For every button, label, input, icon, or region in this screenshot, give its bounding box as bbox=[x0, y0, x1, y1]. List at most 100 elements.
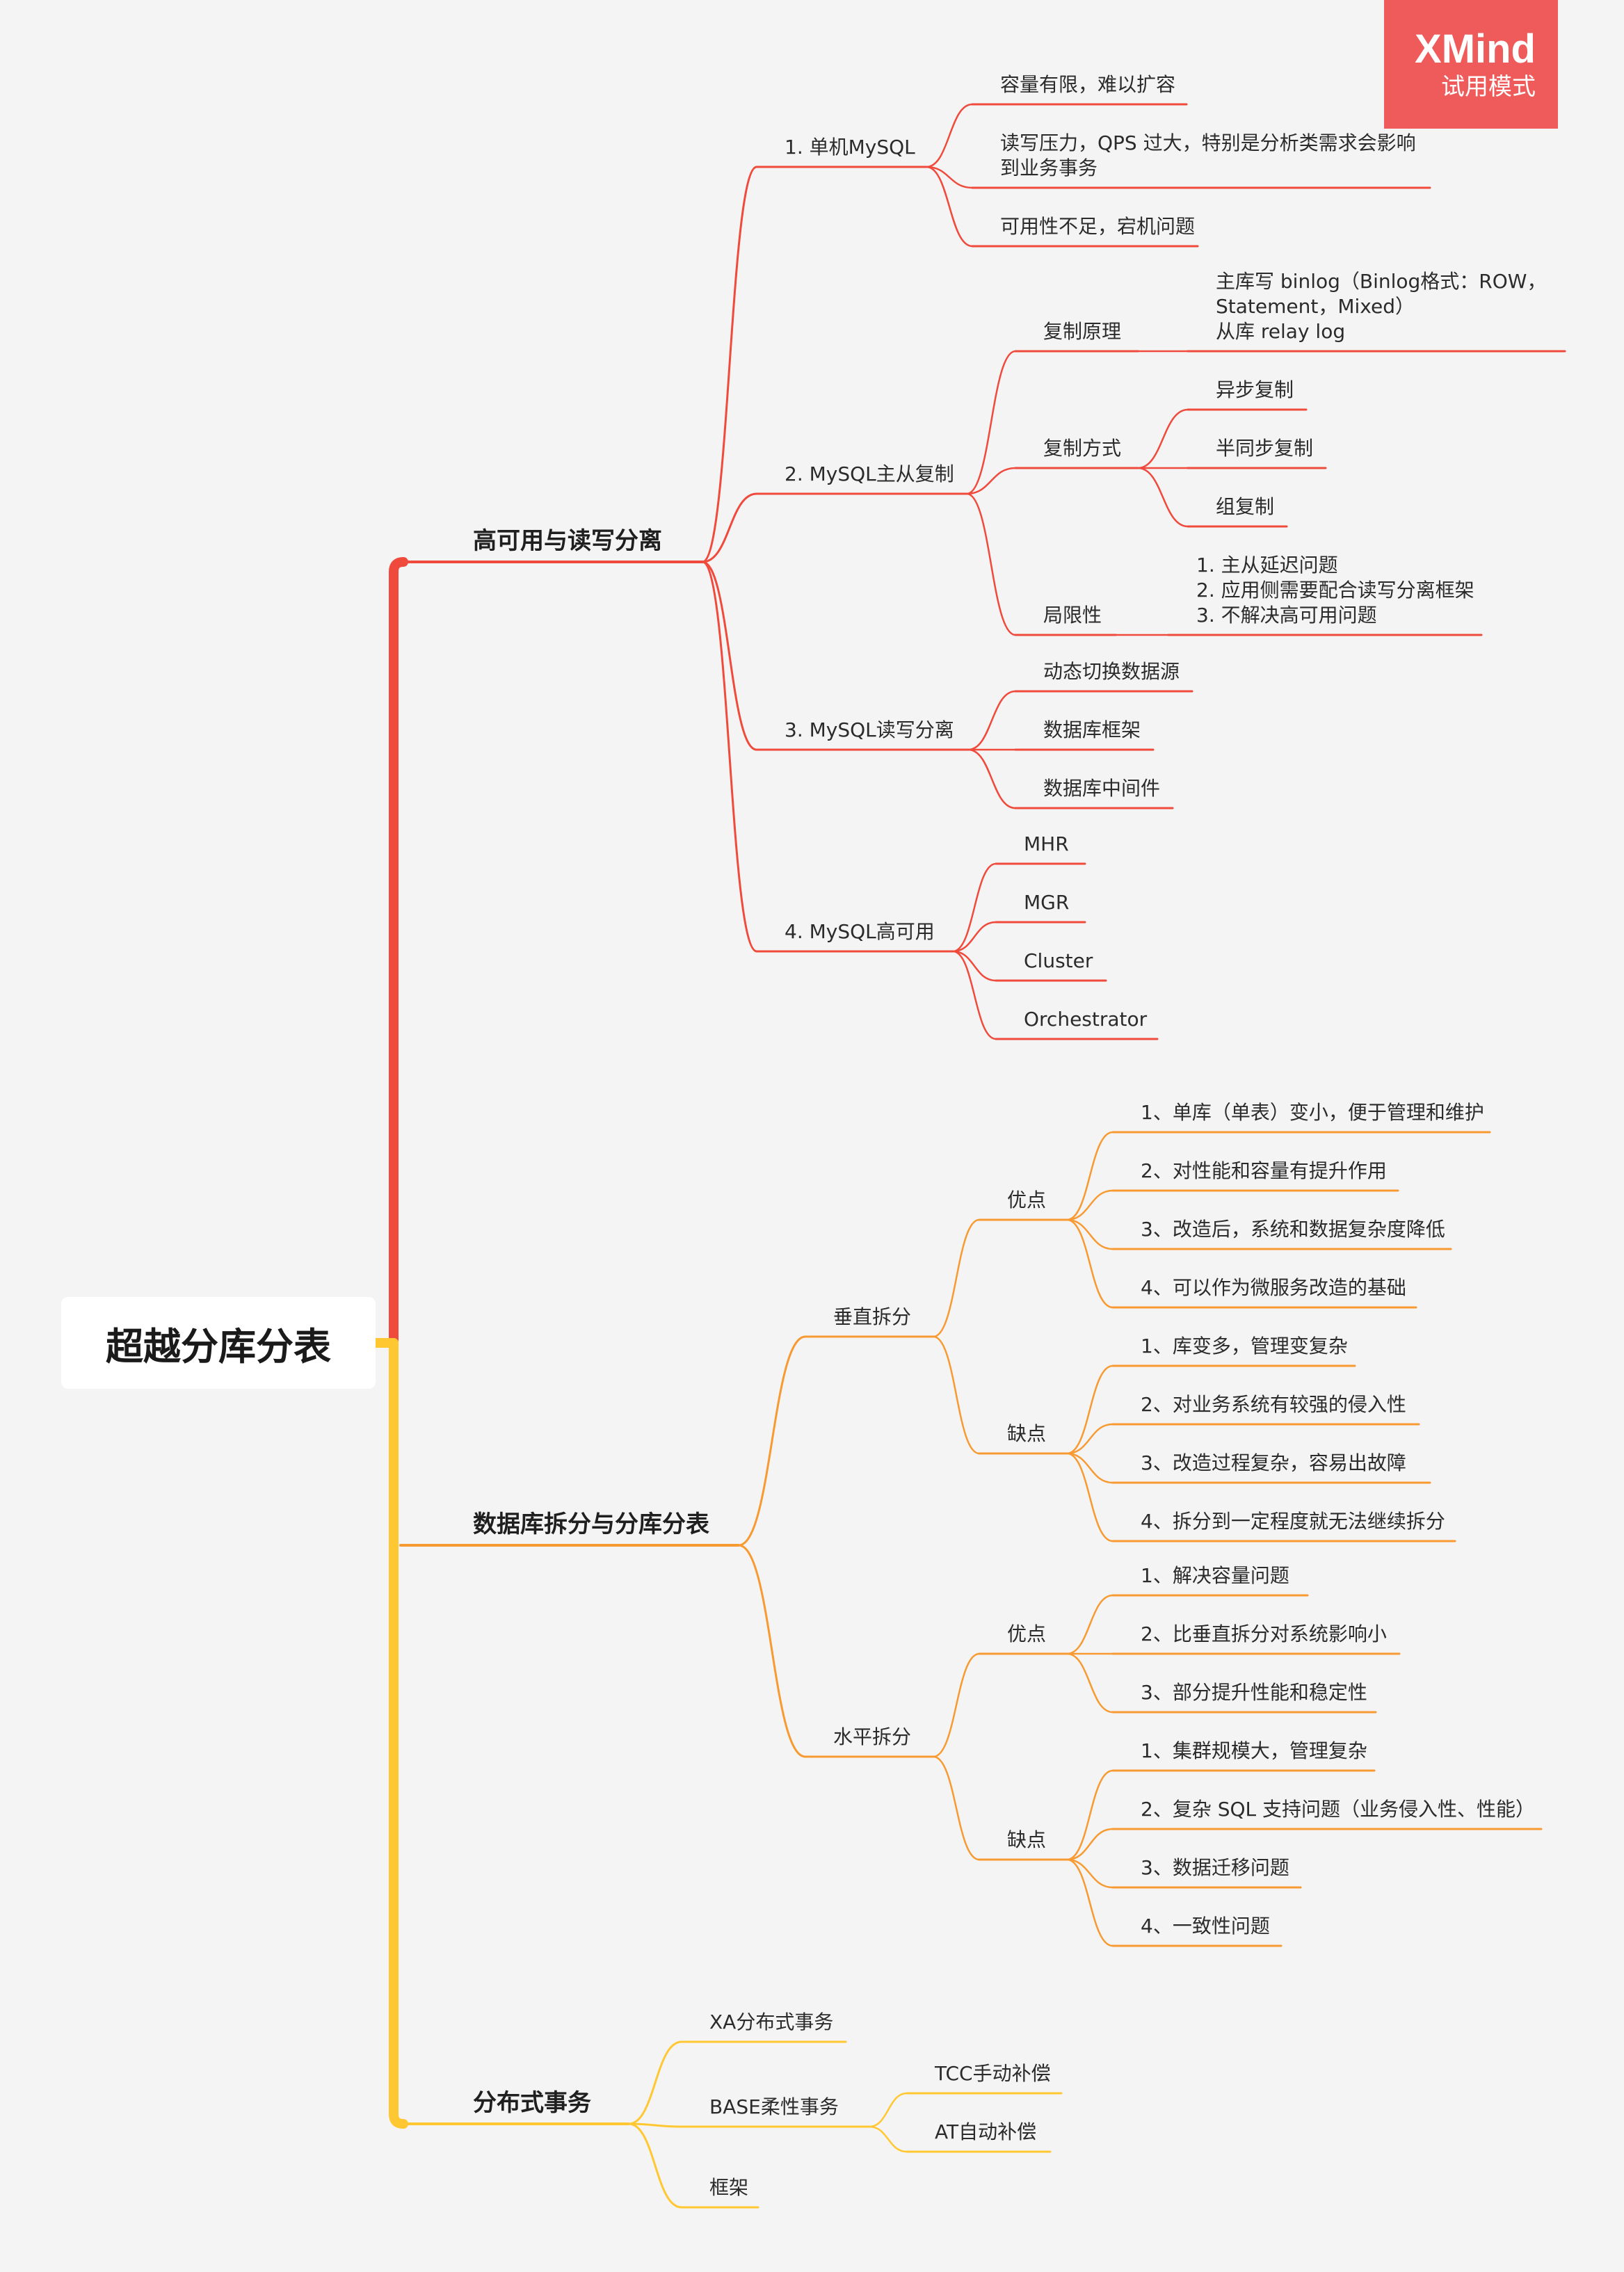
detail-topic[interactable]: 容量有限，难以扩容 bbox=[1000, 72, 1175, 97]
subtopic[interactable]: 水平拆分 bbox=[833, 1725, 911, 1750]
detail-topic[interactable]: Orchestrator bbox=[1024, 1007, 1147, 1032]
connector-line bbox=[925, 103, 974, 168]
detail-topic[interactable]: 3、改造后，系统和数据复杂度降低 bbox=[1141, 1217, 1445, 1242]
detail-topic[interactable]: AT自动补偿 bbox=[935, 2120, 1036, 2145]
detail-topic-text: 2、对业务系统有较强的侵入性 bbox=[1141, 1393, 1406, 1416]
subtopic[interactable]: 垂直拆分 bbox=[833, 1305, 911, 1330]
connector-line bbox=[737, 1335, 807, 1547]
subtopic-text: 3. MySQL读写分离 bbox=[785, 718, 954, 741]
detail-topic-text: 1、单库（单表）变小，便于管理和维护 bbox=[1141, 1101, 1484, 1124]
detail-topic-text: 2. 应用侧需要配合读写分离框架 bbox=[1196, 579, 1474, 602]
detail-topic[interactable]: 异步复制 bbox=[1216, 378, 1294, 403]
subtopic[interactable]: 框架 bbox=[709, 2175, 748, 2200]
subtopic[interactable]: XA分布式事务 bbox=[709, 2010, 833, 2035]
detail-topic[interactable]: 3、改造过程复杂，容易出故障 bbox=[1141, 1451, 1406, 1476]
connector-line bbox=[1066, 1652, 1114, 1714]
connector-line bbox=[1066, 1594, 1114, 1655]
detail-topic[interactable]: MGR bbox=[1024, 890, 1069, 915]
detail-topic[interactable]: 2、比垂直拆分对系统影响小 bbox=[1141, 1622, 1387, 1647]
connector-line bbox=[1066, 1423, 1114, 1455]
detail-topic[interactable]: 动态切换数据源 bbox=[1043, 659, 1180, 684]
detail-topic[interactable]: 数据库中间件 bbox=[1043, 776, 1160, 801]
connector-line bbox=[701, 561, 758, 953]
connector-line bbox=[1066, 1131, 1114, 1221]
detail-topic[interactable]: Cluster bbox=[1024, 949, 1093, 974]
subtopic[interactable]: 2. MySQL主从复制 bbox=[785, 462, 954, 487]
detail-topic-text: 2、复杂 SQL 支持问题（业务侵入性、性能） bbox=[1141, 1798, 1536, 1821]
connector-line bbox=[1066, 1858, 1114, 1947]
connector-line bbox=[951, 950, 997, 1040]
detail-topic-text: 优点 bbox=[1007, 1189, 1047, 1211]
detail-topic[interactable]: 4、可以作为微服务改造的基础 bbox=[1141, 1275, 1406, 1300]
detail-topic-text: 复制方式 bbox=[1043, 437, 1122, 460]
detail-topic[interactable]: 复制原理 bbox=[1043, 319, 1121, 344]
detail-topic[interactable]: 缺点 bbox=[1007, 1421, 1046, 1447]
connector-line bbox=[1066, 1452, 1114, 1484]
detail-topic-text: TCC手动补偿 bbox=[935, 2062, 1051, 2085]
detail-topic[interactable]: 优点 bbox=[1007, 1188, 1046, 1213]
detail-topic[interactable]: 组复制 bbox=[1216, 494, 1274, 519]
detail-topic[interactable]: 1、库变多，管理变复杂 bbox=[1141, 1334, 1348, 1359]
connector-line bbox=[1066, 1858, 1114, 1889]
detail-topic[interactable]: 1、集群规模大，管理复杂 bbox=[1141, 1739, 1367, 1764]
main-topic[interactable]: 分布式事务 bbox=[473, 2089, 591, 2117]
detail-topic[interactable]: 优点 bbox=[1007, 1622, 1046, 1647]
detail-topic[interactable]: 4、拆分到一定程度就无法继续拆分 bbox=[1141, 1509, 1445, 1534]
detail-topic-text: 数据库中间件 bbox=[1043, 777, 1161, 800]
main-topic[interactable]: 高可用与读写分离 bbox=[473, 527, 662, 555]
connector-line bbox=[1136, 408, 1189, 469]
detail-topic[interactable]: 2、对业务系统有较强的侵入性 bbox=[1141, 1392, 1406, 1417]
detail-topic[interactable]: 2、对性能和容量有提升作用 bbox=[1141, 1159, 1387, 1184]
subtopic[interactable]: 3. MySQL读写分离 bbox=[785, 718, 954, 743]
detail-topic-text: AT自动补偿 bbox=[935, 2120, 1037, 2143]
detail-topic-text: 复制原理 bbox=[1043, 320, 1122, 343]
connector-line bbox=[627, 2040, 683, 2125]
detail-topic[interactable]: 局限性 bbox=[1043, 603, 1102, 628]
detail-topic[interactable]: 复制方式 bbox=[1043, 436, 1121, 461]
connector-line bbox=[1066, 1218, 1114, 1250]
detail-topic[interactable]: 读写压力，QPS 过大，特别是分析类需求会影响到业务事务 bbox=[1000, 131, 1416, 181]
connector-line bbox=[868, 2092, 908, 2128]
detail-topic[interactable]: 半同步复制 bbox=[1216, 436, 1313, 461]
detail-topic-text: 2、对性能和容量有提升作用 bbox=[1141, 1159, 1387, 1182]
detail-topic-text: 半同步复制 bbox=[1216, 437, 1314, 460]
subtopic[interactable]: BASE柔性事务 bbox=[709, 2095, 839, 2120]
detail-topic[interactable]: 主库写 binlog（Binlog格式：ROW，Statement，Mixed）… bbox=[1216, 269, 1546, 344]
detail-topic-text: 4、拆分到一定程度就无法继续拆分 bbox=[1141, 1510, 1445, 1533]
detail-topic-text: 3、改造后，系统和数据复杂度降低 bbox=[1141, 1218, 1445, 1241]
subtopic[interactable]: 4. MySQL高可用 bbox=[785, 919, 935, 944]
detail-topic-text: Statement，Mixed） bbox=[1216, 295, 1415, 318]
connector-line bbox=[951, 862, 997, 953]
detail-topic[interactable]: 2、复杂 SQL 支持问题（业务侵入性、性能） bbox=[1141, 1797, 1535, 1822]
detail-topic[interactable]: 3、部分提升性能和稳定性 bbox=[1141, 1680, 1367, 1705]
detail-topic[interactable]: 1、单库（单表）变小，便于管理和维护 bbox=[1141, 1100, 1484, 1125]
detail-topic[interactable]: 1、解决容量问题 bbox=[1141, 1563, 1289, 1588]
detail-topic-text: 动态切换数据源 bbox=[1043, 660, 1180, 683]
detail-topic-text: 2、比垂直拆分对系统影响小 bbox=[1141, 1622, 1387, 1645]
detail-topic[interactable]: 可用性不足，宕机问题 bbox=[1000, 214, 1195, 239]
detail-topic[interactable]: 数据库框架 bbox=[1043, 718, 1141, 743]
connector-line bbox=[951, 950, 997, 982]
subtopic-text: BASE柔性事务 bbox=[709, 2095, 839, 2118]
detail-topic[interactable]: 缺点 bbox=[1007, 1828, 1046, 1853]
connector-line bbox=[1066, 1828, 1114, 1861]
connector-line bbox=[925, 166, 974, 248]
connector-line bbox=[965, 467, 1017, 495]
detail-topic[interactable]: 4、一致性问题 bbox=[1141, 1914, 1270, 1939]
main-topic[interactable]: 数据库拆分与分库分表 bbox=[473, 1510, 709, 1538]
detail-topic-text: 4、可以作为微服务改造的基础 bbox=[1141, 1276, 1406, 1299]
connector-line bbox=[701, 561, 758, 751]
connector-line bbox=[868, 2125, 908, 2153]
detail-topic[interactable]: 3、数据迁移问题 bbox=[1141, 1855, 1289, 1880]
connector-line bbox=[965, 350, 1017, 495]
detail-topic-text: 组复制 bbox=[1216, 495, 1275, 518]
subtopic[interactable]: 1. 单机MySQL bbox=[785, 135, 915, 160]
detail-topic[interactable]: MHR bbox=[1024, 832, 1069, 857]
connector-line bbox=[932, 1218, 981, 1338]
detail-topic-text: 4、一致性问题 bbox=[1141, 1915, 1270, 1937]
detail-topic-text: 局限性 bbox=[1043, 604, 1102, 627]
root-node[interactable]: 超越分库分表 bbox=[61, 1297, 376, 1389]
detail-topic[interactable]: TCC手动补偿 bbox=[935, 2061, 1051, 2086]
